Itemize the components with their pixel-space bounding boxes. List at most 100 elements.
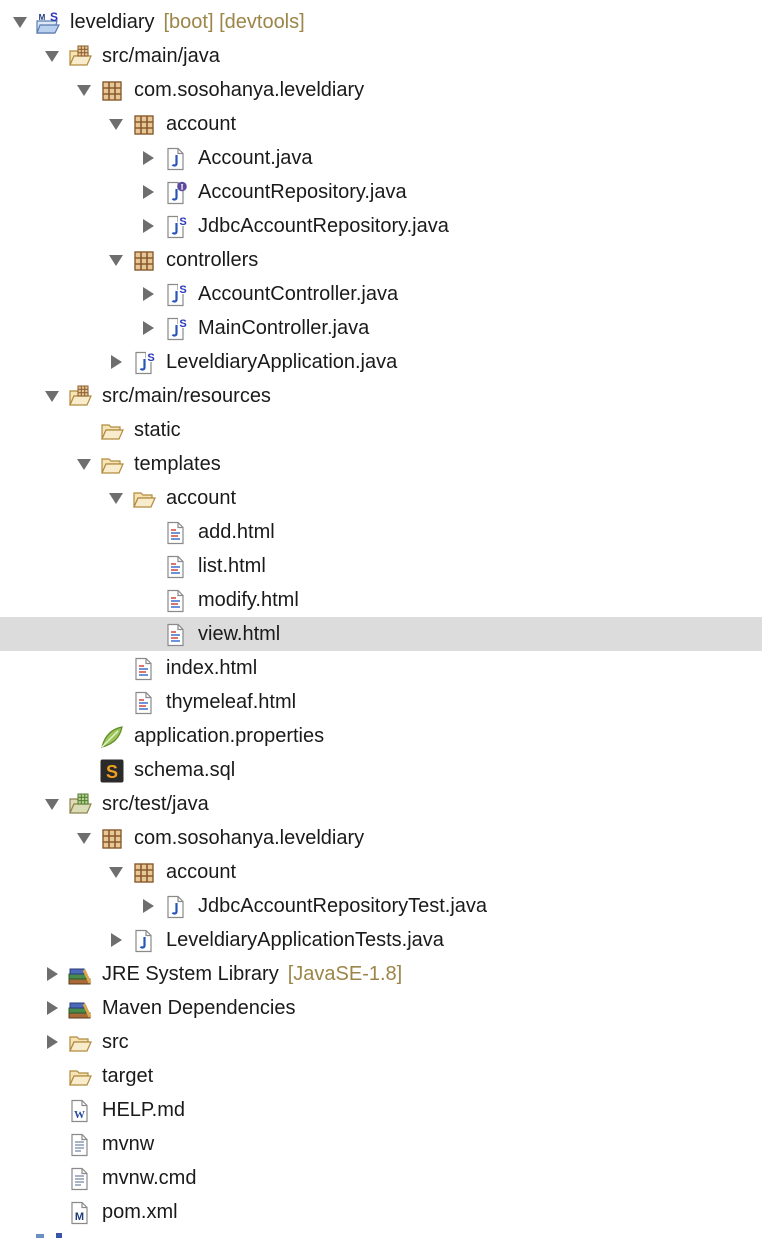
svg-text:S: S — [179, 216, 186, 228]
collapse-arrow-icon[interactable] — [76, 456, 92, 472]
java-file-icon — [132, 929, 156, 953]
expand-arrow-icon[interactable] — [140, 150, 156, 166]
tree-item-add-html[interactable]: add.html — [0, 515, 762, 549]
tree-item-src-main-resources[interactable]: src/main/resources — [0, 379, 762, 413]
tree-item-label: leveldiary[boot] [devtools] — [70, 5, 305, 39]
tree-item-label: HELP.md — [102, 1093, 185, 1127]
tree-item-label: com.sosohanya.leveldiary — [134, 821, 364, 855]
tree-item-com-sosohanya-leveldiary[interactable]: com.sosohanya.leveldiary — [0, 821, 762, 855]
expand-arrow-icon[interactable] — [140, 898, 156, 914]
collapse-arrow-icon[interactable] — [12, 14, 28, 30]
expand-arrow-icon[interactable] — [44, 1034, 60, 1050]
java-interface-icon: I — [164, 181, 188, 205]
folder-open-icon — [132, 487, 156, 511]
expand-arrow-icon[interactable] — [140, 320, 156, 336]
tree-item-application-properties[interactable]: application.properties — [0, 719, 762, 753]
collapse-arrow-icon[interactable] — [108, 864, 124, 880]
item-name: modify.html — [198, 589, 299, 611]
tree-item-controllers[interactable]: controllers — [0, 243, 762, 277]
expand-arrow-icon[interactable] — [140, 286, 156, 302]
tree-item-thymeleaf-html[interactable]: thymeleaf.html — [0, 685, 762, 719]
tree-item-static[interactable]: static — [0, 413, 762, 447]
properties-leaf-icon — [100, 725, 124, 749]
item-name: static — [134, 419, 181, 441]
item-name: HELP.md — [102, 1099, 186, 1121]
expand-arrow-icon[interactable] — [44, 966, 60, 982]
collapse-arrow-icon[interactable] — [44, 48, 60, 64]
tree-item-list-html[interactable]: list.html — [0, 549, 762, 583]
tree-item-leveldiaryapplicationtests-java[interactable]: LeveldiaryApplicationTests.java — [0, 923, 762, 957]
item-name: src/test/java — [102, 793, 209, 815]
tree-item-com-sosohanya-leveldiary[interactable]: com.sosohanya.leveldiary — [0, 73, 762, 107]
tree-item-label: controllers — [166, 243, 258, 277]
item-name: account — [166, 113, 237, 135]
html-file-icon — [132, 657, 156, 681]
tree-item-label: src/test/java — [102, 787, 209, 821]
item-name: account — [166, 861, 237, 883]
tree-item-target[interactable]: target — [0, 1059, 762, 1093]
tree-item-account[interactable]: account — [0, 107, 762, 141]
expand-arrow-icon[interactable] — [108, 932, 124, 948]
maven-pom-icon: M — [68, 1201, 92, 1225]
tree-item-label: schema.sql — [134, 753, 235, 787]
tree-item-label: account — [166, 107, 236, 141]
item-name: JRE System Library — [102, 963, 279, 985]
expand-arrow-icon[interactable] — [108, 354, 124, 370]
tree-item-label: AccountController.java — [198, 277, 398, 311]
tree-item-label: src — [102, 1025, 129, 1059]
expand-arrow-icon[interactable] — [140, 218, 156, 234]
tree-item-jre-system-library[interactable]: JRE System Library[JavaSE-1.8] — [0, 957, 762, 991]
tree-item-label: JRE System Library[JavaSE-1.8] — [102, 957, 402, 991]
item-name: view.html — [198, 623, 281, 645]
tree-item-account-java[interactable]: Account.java — [0, 141, 762, 175]
next-row-fragment — [36, 1233, 62, 1238]
tree-item-src-test-java[interactable]: src/test/java — [0, 787, 762, 821]
collapse-arrow-icon[interactable] — [76, 830, 92, 846]
tree-item-index-html[interactable]: index.html — [0, 651, 762, 685]
tree-item-jdbcaccountrepositorytest-java[interactable]: JdbcAccountRepositoryTest.java — [0, 889, 762, 923]
tree-item-src[interactable]: src — [0, 1025, 762, 1059]
item-name: schema.sql — [134, 759, 236, 781]
tree-item-account[interactable]: account — [0, 481, 762, 515]
source-folder-icon — [68, 45, 92, 69]
java-spring-file-icon: S — [164, 215, 188, 239]
library-icon — [68, 963, 92, 987]
collapse-arrow-icon[interactable] — [108, 490, 124, 506]
library-icon — [68, 997, 92, 1021]
tree-item-view-html[interactable]: view.html — [0, 617, 762, 651]
tree-item-label: thymeleaf.html — [166, 685, 296, 719]
tree-item-account[interactable]: account — [0, 855, 762, 889]
tree-item-maven-dependencies[interactable]: Maven Dependencies — [0, 991, 762, 1025]
collapse-arrow-icon[interactable] — [108, 116, 124, 132]
item-name: com.sosohanya.leveldiary — [134, 79, 365, 101]
item-name: list.html — [198, 555, 266, 577]
collapse-arrow-icon[interactable] — [44, 796, 60, 812]
folder-open-icon — [68, 1031, 92, 1055]
tree-item-templates[interactable]: templates — [0, 447, 762, 481]
collapse-arrow-icon[interactable] — [108, 252, 124, 268]
tree-item-mvnw-cmd[interactable]: mvnw.cmd — [0, 1161, 762, 1195]
item-name: AccountController.java — [198, 283, 399, 305]
tree-item-src-main-java[interactable]: src/main/java — [0, 39, 762, 73]
tree-item-modify-html[interactable]: modify.html — [0, 583, 762, 617]
collapse-arrow-icon[interactable] — [44, 388, 60, 404]
item-name: src — [102, 1031, 129, 1053]
collapse-arrow-icon[interactable] — [76, 82, 92, 98]
tree-item-label: src/main/resources — [102, 379, 271, 413]
folder-open-icon — [68, 1065, 92, 1089]
tree-item-label: modify.html — [198, 583, 299, 617]
tree-item-mvnw[interactable]: mvnw — [0, 1127, 762, 1161]
tree-item-label: index.html — [166, 651, 257, 685]
expand-arrow-icon[interactable] — [140, 184, 156, 200]
expand-arrow-icon[interactable] — [44, 1000, 60, 1016]
